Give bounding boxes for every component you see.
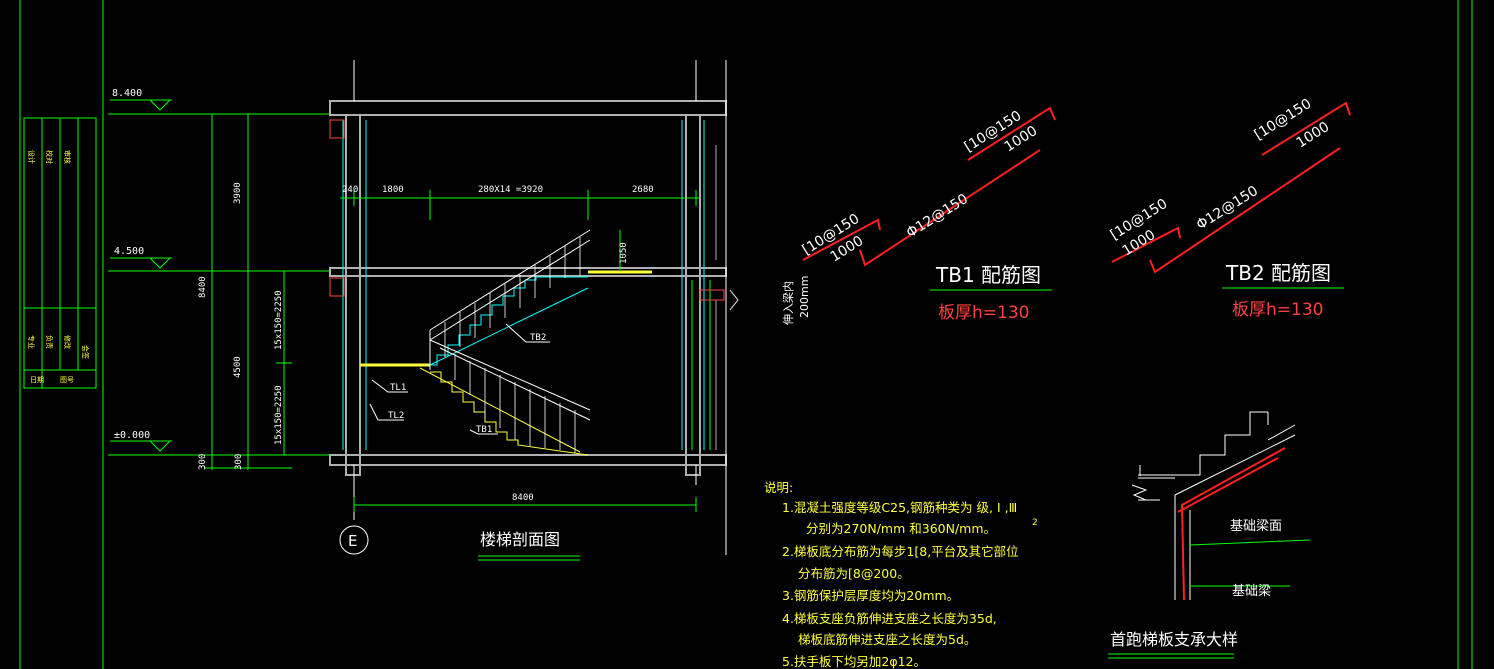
dim-15x150-lower: 15x150=2250 — [274, 385, 284, 445]
dim-3900: 3900 — [233, 182, 243, 204]
label-tb1: TB1 — [476, 425, 492, 435]
note-2b: 分布筋为[8@200。 — [798, 566, 910, 581]
dim-240: 240 — [342, 185, 358, 195]
note-1a: 1.混凝土强度等级C25,钢筋种类为 级, I ,Ⅲ — [782, 500, 1017, 515]
title-cell-7: 修改 — [63, 335, 72, 349]
section-title: 楼梯剖面图 — [480, 530, 560, 549]
dim-4500: 4500 — [233, 356, 243, 378]
axis-bubble: E — [339, 525, 369, 555]
right-edge-markers — [729, 289, 739, 311]
section-title-underline — [478, 555, 580, 561]
note-5: 5.扶手板下均另加2φ12。 — [782, 654, 926, 669]
tb1-anchor-note: 伸入梁内 — [781, 281, 795, 325]
notes-heading: 说明: — [764, 480, 793, 495]
member-leaders — [369, 323, 550, 435]
label-tb2: TB2 — [530, 333, 546, 343]
elevation-markers — [108, 99, 330, 456]
title-cell-1: 设计 — [27, 150, 36, 164]
dim-300-a: 300 — [198, 454, 208, 470]
title-cell-3: 审核 — [63, 150, 72, 164]
note-1-sup: 2 — [1032, 518, 1038, 528]
drawing-frame — [19, 0, 1473, 669]
elevation-base: ±0.000 — [114, 430, 150, 441]
support-detail-drawing — [1131, 411, 1311, 601]
note-3: 3.钢筋保护层厚度均为20mm。 — [782, 588, 959, 603]
tb2-thickness: 板厚h=130 — [1232, 300, 1323, 320]
dim-8400-vertical: 8400 — [198, 276, 208, 298]
dim-1050: 1050 — [619, 242, 629, 264]
note-1b: 分别为270N/mm 和360N/mm。 — [806, 521, 996, 536]
stair-balusters — [444, 237, 581, 453]
axis-label: E — [348, 532, 357, 550]
detail-label-beam: 基础梁 — [1232, 584, 1271, 599]
dim-2680: 2680 — [632, 185, 654, 195]
horizontal-dimensions — [340, 190, 700, 512]
elevation-top: 8.400 — [112, 88, 142, 99]
note-2a: 2.梯板底分布筋为每步1[8,平台及其它部位 — [782, 544, 1019, 559]
tb1-title: TB1 配筋图 — [935, 263, 1041, 287]
tb1-thickness: 板厚h=130 — [938, 303, 1029, 323]
title-cell-9: 日期 — [30, 376, 44, 384]
elevation-mid: 4.500 — [114, 246, 144, 257]
title-block — [23, 117, 97, 389]
note-4a: 4.梯板支座负筋伸进支座之长度为35d, — [782, 611, 997, 626]
stair-flights — [360, 229, 652, 456]
label-tl2: TL2 — [388, 411, 404, 421]
detail-title: 首跑梯板支承大样 — [1110, 630, 1238, 649]
dim-300-b: 300 — [234, 454, 244, 470]
note-4b: 梯板底筋伸进支座之长度为5d。 — [798, 632, 976, 647]
title-cell-10: 图号 — [60, 376, 74, 384]
tb2-title: TB2 配筋图 — [1225, 261, 1331, 285]
tb1-main-spec: Φ12@150 — [904, 191, 971, 241]
tb1-anchor-len: 200mm — [798, 276, 811, 318]
tb1-rebar-drawing — [802, 106, 1056, 267]
title-cell-5: 专业 — [27, 335, 36, 349]
tb2-rebar-drawing — [1111, 101, 1351, 274]
dim-1800: 1800 — [382, 185, 404, 195]
title-cell-2: 校对 — [45, 150, 54, 164]
dim-280x14: 280X14 =3920 — [478, 185, 543, 195]
title-cell-8: 会签 — [81, 345, 90, 359]
label-tl1: TL1 — [390, 383, 406, 393]
general-notes: 说明: 1.混凝土强度等级C25,钢筋种类为 级, I ,Ⅲ 分别为270N/m… — [764, 480, 1038, 669]
section-structure — [329, 60, 727, 555]
detail-label-top: 基础梁面 — [1230, 519, 1282, 534]
title-block-text: 设计 校对 审核 专业 负责 修改 会签 日期 图号 — [27, 150, 90, 384]
title-cell-6: 负责 — [45, 335, 54, 349]
dim-8400-horizontal: 8400 — [512, 493, 534, 503]
dim-15x150-upper: 15x150=2250 — [274, 290, 284, 350]
vertical-dimensions — [204, 113, 292, 470]
detail-title-underline — [1108, 653, 1234, 659]
